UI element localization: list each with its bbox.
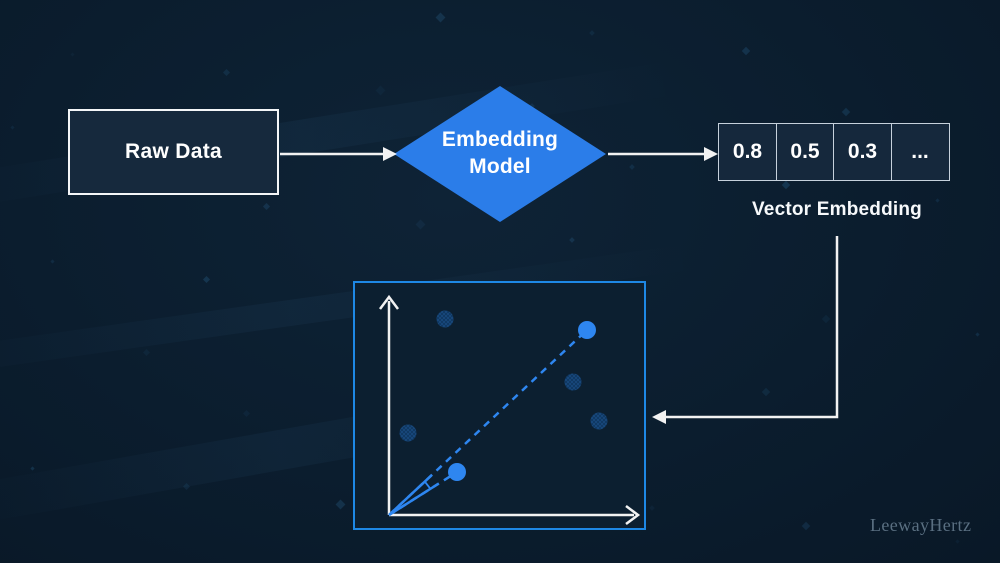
confetti-diamond (222, 68, 231, 77)
vector-cell: 0.8 (718, 123, 777, 181)
confetti-diamond (741, 46, 751, 56)
embedding-model-label: Embedding Model (442, 127, 558, 181)
similarity-ray-solid (388, 482, 439, 517)
vector-embedding-label: Vector Embedding (751, 199, 922, 220)
confetti-diamond (435, 12, 446, 23)
confetti-diamond (801, 521, 811, 531)
confetti-diamond (761, 387, 771, 397)
confetti-diamond (70, 52, 75, 57)
embedding-point (564, 373, 582, 391)
embedding-model-label-line2: Model (469, 155, 531, 178)
embedding-point (590, 412, 608, 430)
raw-data-node: Raw Data (68, 109, 279, 195)
confetti-diamond (821, 314, 831, 324)
confetti-diamond (10, 125, 15, 130)
embedding-model-label-line1: Embedding (441, 128, 559, 152)
confetti-diamond (955, 539, 960, 544)
confetti-diamond (30, 466, 35, 471)
similarity-ray-solid (388, 474, 433, 516)
embedding-model-node: Embedding Model (394, 86, 606, 222)
confetti-diamond (649, 505, 655, 511)
brand-watermark: LeewayHertz (870, 515, 972, 535)
arrow-vector-to-plot (666, 236, 839, 419)
vector-cell: 0.3 (833, 123, 892, 181)
x-axis-arrowhead-icon (625, 505, 641, 525)
confetti-diamond (781, 180, 791, 190)
confetti-diamond (841, 107, 851, 117)
confetti-diamond (375, 85, 386, 96)
confetti-diamond (262, 202, 271, 211)
confetti-diamond (335, 499, 346, 510)
embedding-point (436, 310, 454, 328)
confetti-diamond (242, 409, 251, 418)
raw-data-label: Raw Data (125, 140, 222, 163)
arrowhead-icon (704, 147, 718, 161)
embedding-point-highlighted (448, 463, 466, 481)
confetti-diamond (975, 332, 980, 337)
y-axis-arrowhead-icon (379, 294, 399, 310)
vector-space-plot (353, 281, 646, 530)
angle-marker (424, 480, 432, 490)
arrowhead-icon (652, 410, 666, 424)
vector-cell: 0.5 (775, 123, 835, 181)
embedding-point-highlighted (578, 321, 596, 339)
confetti-diamond (142, 348, 151, 357)
vector-cell: ... (890, 123, 950, 181)
confetti-diamond (202, 275, 211, 284)
embedding-point (399, 424, 417, 442)
confetti-diamond (569, 237, 575, 243)
confetti-diamond (182, 482, 191, 491)
confetti-diamond (589, 30, 595, 36)
confetti-diamond (50, 259, 55, 264)
confetti-diamond (629, 164, 635, 170)
vector-space-plot-canvas (379, 294, 641, 525)
